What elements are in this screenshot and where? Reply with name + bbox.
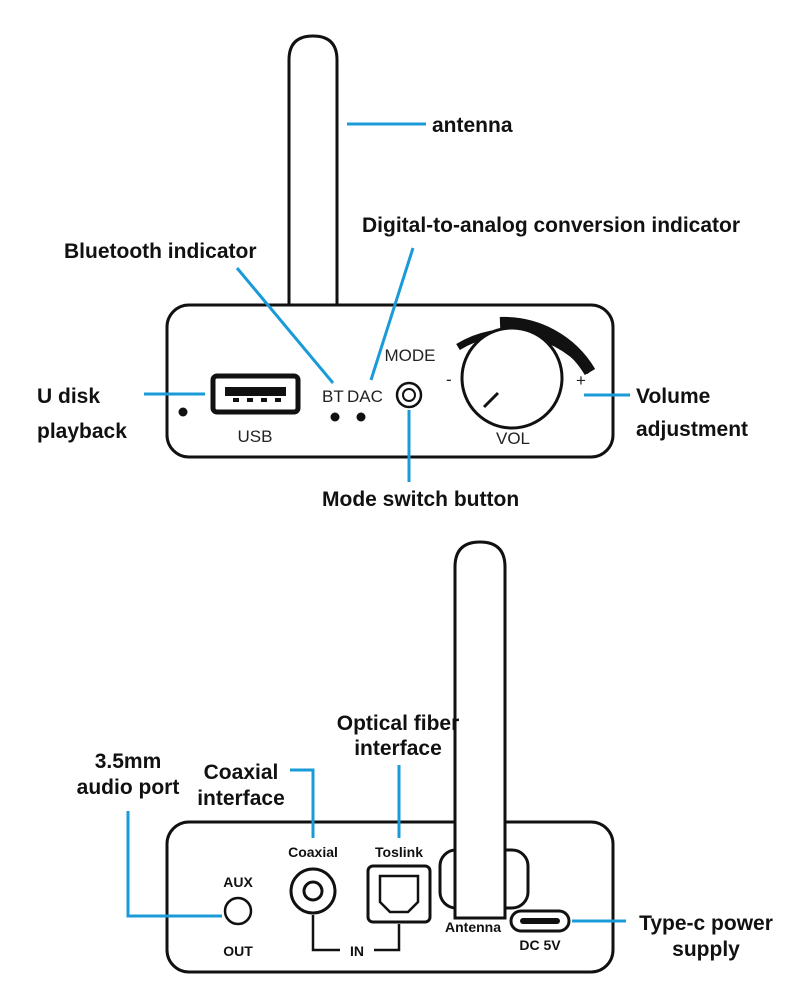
vol-plus-label: + bbox=[576, 371, 586, 390]
mode-button[interactable] bbox=[395, 381, 423, 409]
coax-callout-line1: Coaxial bbox=[204, 761, 279, 784]
aux-port[interactable] bbox=[223, 896, 253, 926]
volume-callout-line1: Volume bbox=[636, 385, 710, 408]
usb-led bbox=[178, 407, 188, 417]
dac-callout: Digital-to-analog conversion indicator bbox=[362, 214, 740, 237]
back-view: AUX OUT Coaxial Toslink IN Antenna DC 5V bbox=[77, 540, 773, 974]
optical-callout-line1: Optical fiber bbox=[337, 712, 460, 735]
mode-label: MODE bbox=[385, 346, 436, 365]
toslink-port[interactable] bbox=[366, 864, 432, 924]
optical-callout-line2: interface bbox=[354, 737, 442, 760]
volume-callout-line2: adjustment bbox=[636, 418, 748, 441]
dac-leader bbox=[369, 247, 415, 381]
usb-port bbox=[210, 373, 301, 415]
aux-callout-line1: 3.5mm bbox=[95, 750, 162, 773]
vol-label: VOL bbox=[496, 429, 530, 448]
usb-callout-line2: playback bbox=[37, 420, 127, 443]
coax-callout-line2: interface bbox=[197, 787, 285, 810]
usb-callout-line1: U disk bbox=[37, 385, 100, 408]
aux-leader bbox=[126, 811, 222, 918]
in-bracket bbox=[311, 915, 401, 952]
bt-led bbox=[330, 412, 340, 422]
back-antenna bbox=[453, 540, 507, 920]
in-label: IN bbox=[350, 943, 364, 959]
bt-callout: Bluetooth indicator bbox=[64, 240, 257, 263]
mode-callout: Mode switch button bbox=[322, 488, 519, 511]
toslink-label: Toslink bbox=[375, 844, 423, 860]
coax-leader bbox=[290, 768, 315, 838]
coaxial-label: Coaxial bbox=[288, 844, 338, 860]
dac-label: DAC bbox=[347, 387, 383, 406]
antenna-callout: antenna bbox=[432, 114, 513, 137]
typec-port[interactable] bbox=[509, 909, 571, 933]
typec-callout-line2: supply bbox=[672, 938, 740, 961]
volume-knob[interactable] bbox=[460, 326, 564, 430]
aux-label: AUX bbox=[223, 874, 253, 890]
front-view: USB BT DAC MODE - + VOL antenna Digital- bbox=[37, 34, 748, 511]
vol-minus-label: - bbox=[446, 370, 452, 389]
bt-leader bbox=[235, 267, 335, 384]
usb-label: USB bbox=[238, 427, 273, 446]
antenna-label: Antenna bbox=[445, 919, 501, 935]
bt-label: BT bbox=[322, 387, 344, 406]
dac-led bbox=[356, 412, 366, 422]
dc-label: DC 5V bbox=[519, 937, 561, 953]
out-label: OUT bbox=[223, 943, 253, 959]
aux-callout-line2: audio port bbox=[77, 776, 180, 799]
front-antenna bbox=[287, 34, 339, 309]
typec-callout-line1: Type-c power bbox=[639, 912, 773, 935]
coaxial-port[interactable] bbox=[289, 867, 337, 915]
